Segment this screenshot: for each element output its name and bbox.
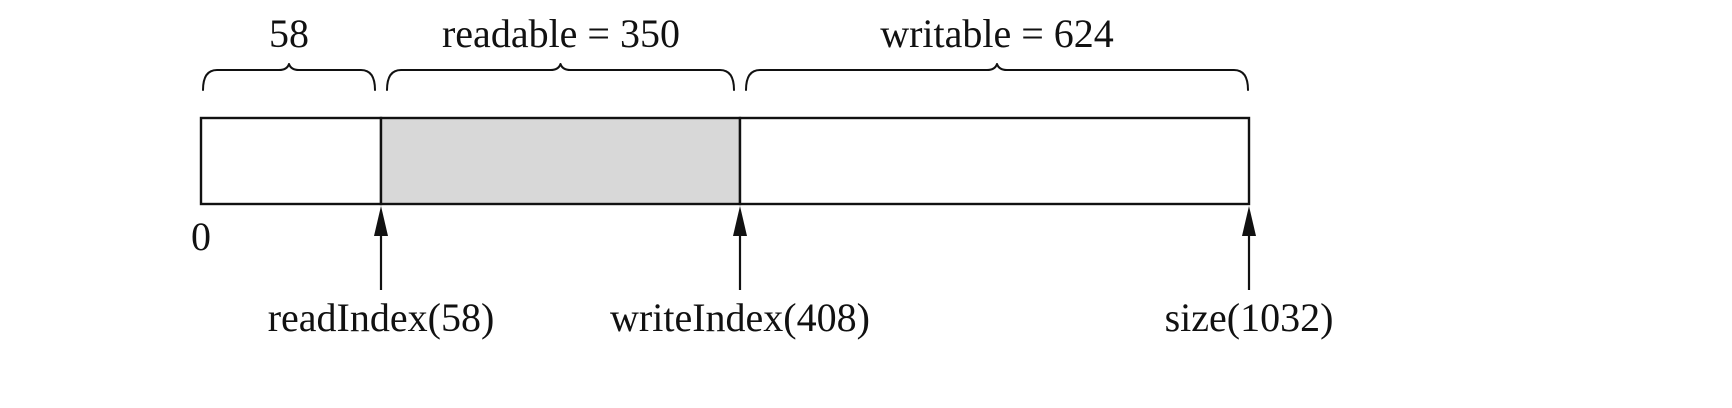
read-index-arrow (374, 206, 388, 290)
writable-segment (738, 116, 1251, 206)
read-index-label: readIndex(58) (268, 295, 495, 340)
prependable-brace (202, 63, 376, 91)
write-index-arrow (733, 206, 747, 290)
prependable-segment (199, 116, 383, 206)
readable-segment (379, 116, 742, 206)
zero-label: 0 (191, 214, 211, 259)
writable-brace (745, 63, 1249, 91)
size-arrow (1242, 206, 1256, 290)
write-index-label: writeIndex(408) (610, 295, 870, 340)
readable-size-label: readable = 350 (442, 11, 680, 56)
readable-brace (386, 63, 735, 91)
writable-size-label: writable = 624 (880, 11, 1114, 56)
size-label: size(1032) (1165, 295, 1334, 340)
prependable-size-label: 58 (269, 11, 309, 56)
